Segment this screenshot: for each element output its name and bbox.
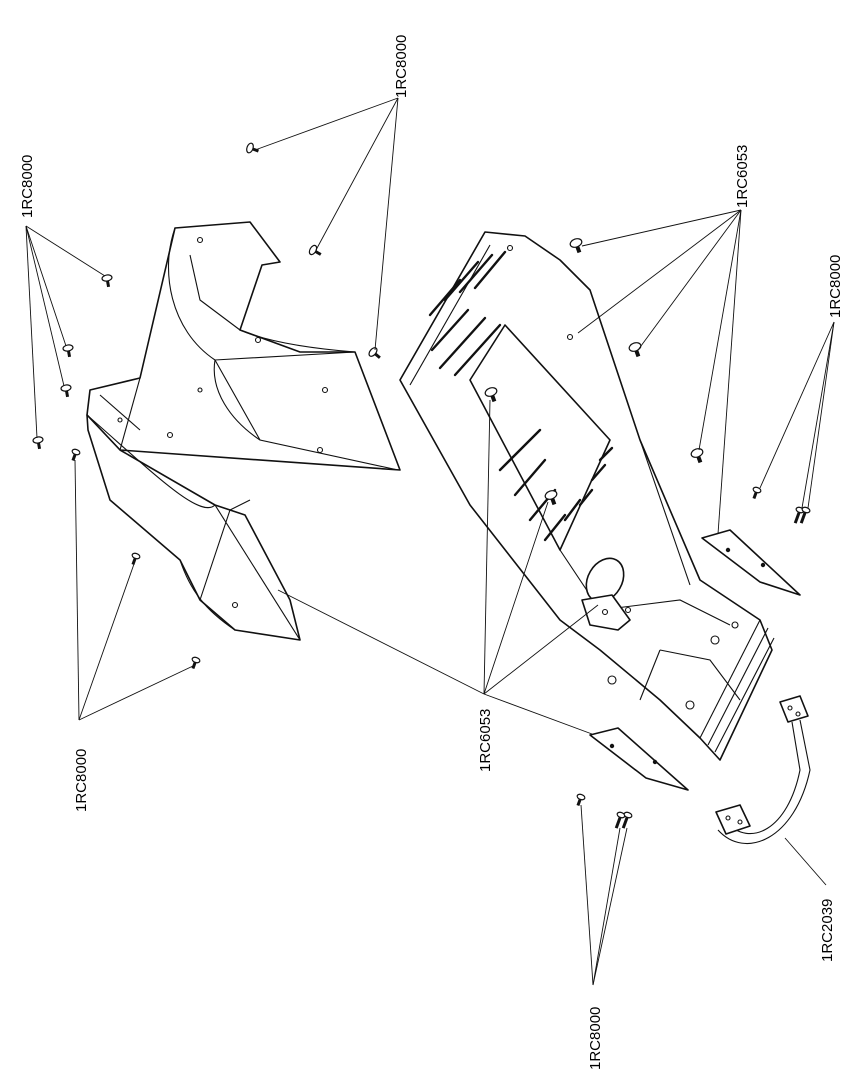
screw-icon	[101, 274, 113, 288]
screw-icon	[576, 793, 586, 806]
callout-label: 1RC6053	[477, 709, 494, 772]
screw-icon	[308, 244, 322, 256]
handle-part	[715, 695, 811, 845]
screw-icon	[131, 552, 141, 565]
screw-icon	[614, 811, 626, 829]
screw-icon	[752, 486, 762, 499]
screw-icon	[71, 448, 81, 461]
screw-icon	[628, 342, 642, 358]
screw-icon	[368, 347, 381, 359]
callout-label: 1RC8000	[827, 255, 841, 318]
screw-icon	[62, 344, 74, 358]
callout-label: 1RC8000	[587, 1007, 604, 1070]
screw-icons	[32, 142, 811, 829]
screw-icon	[799, 506, 811, 524]
screw-icon	[32, 436, 44, 450]
main-tray-part	[399, 231, 775, 761]
screw-icon	[246, 142, 259, 154]
callout-label: 1RC8000	[19, 155, 36, 218]
bracket-left	[589, 727, 689, 791]
screw-icon	[484, 387, 498, 403]
callout-label: 1RC8000	[393, 35, 410, 98]
callout-label: 1RC6053	[734, 145, 751, 208]
leader-lines	[25, 97, 835, 986]
screw-icon	[544, 490, 558, 506]
callout-label: 1RC2039	[819, 899, 836, 962]
screw-icon	[621, 811, 633, 829]
screw-icon	[191, 656, 201, 669]
screw-icon	[569, 238, 583, 254]
callout-label: 1RC8000	[73, 749, 90, 812]
screw-icon	[60, 384, 72, 398]
callout-labels: 1RC8000 1RC8000 1RC8000 1RC6053 1RC6053 …	[19, 35, 841, 1070]
housing-part	[86, 221, 401, 641]
screw-icon	[690, 448, 704, 464]
bracket-right	[701, 529, 801, 596]
